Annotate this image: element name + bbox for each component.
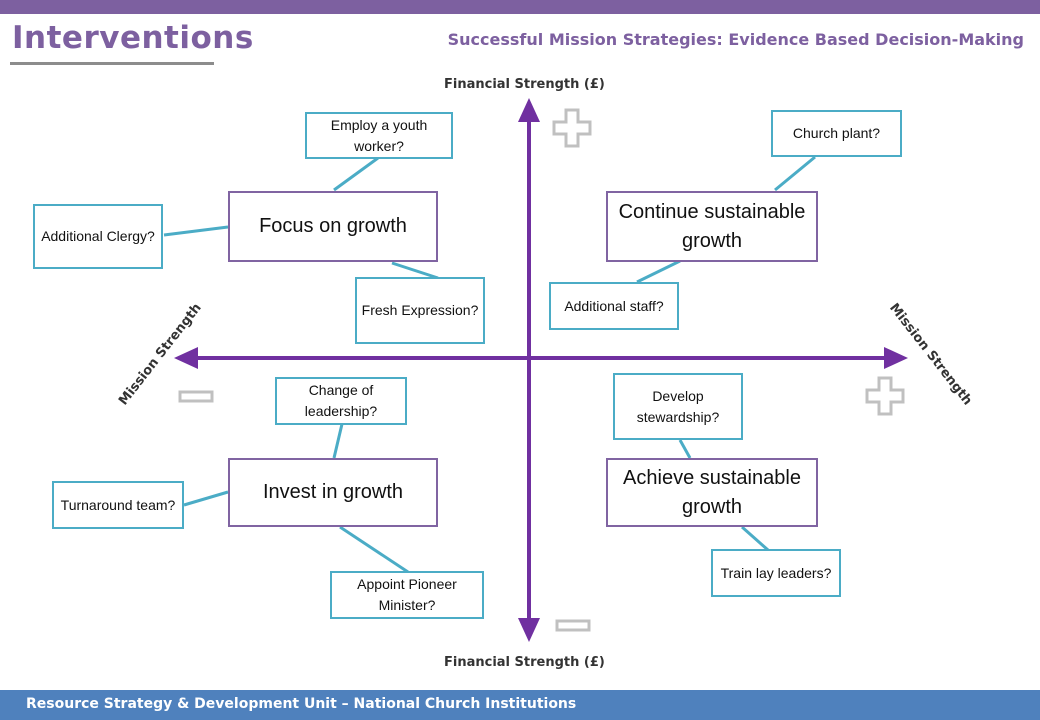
connector-pioneer-minister xyxy=(339,525,409,574)
page-title: Interventions xyxy=(12,20,254,56)
connector-change-leadership xyxy=(332,423,344,459)
intervention-train-lay-leaders: Train lay leaders? xyxy=(711,549,841,597)
minus-icon xyxy=(555,619,591,632)
strategy-focus-on-growth: Focus on growth xyxy=(228,191,438,262)
axis-label-top: Financial Strength (£) xyxy=(444,77,605,92)
intervention-additional-clergy: Additional Clergy? xyxy=(33,204,163,269)
intervention-additional-staff: Additional staff? xyxy=(549,282,679,330)
top-accent-bar xyxy=(0,0,1040,14)
connector-additional-clergy xyxy=(163,225,229,237)
quadrant-diagram xyxy=(163,98,908,642)
connector-stewardship xyxy=(678,439,692,459)
arrow-right-icon xyxy=(884,347,908,369)
intervention-appoint-pioneer-minister: Appoint Pioneer Minister? xyxy=(330,571,484,619)
connector-lines xyxy=(163,155,816,574)
footer-bar: Resource Strategy & Development Unit – N… xyxy=(0,690,1040,720)
arrow-left-icon xyxy=(174,347,198,369)
connector-turnaround-team xyxy=(183,490,229,507)
strategy-continue-sustainable-growth: Continue sustainable growth xyxy=(606,191,818,262)
strategy-achieve-sustainable-growth: Achieve sustainable growth xyxy=(606,458,818,527)
plus-icon xyxy=(552,108,592,148)
connector-youth-worker xyxy=(333,156,379,192)
intervention-develop-stewardship: Develop stewardship? xyxy=(613,373,743,440)
intervention-church-plant: Church plant? xyxy=(771,110,902,157)
intervention-change-of-leadership: Change of leadership? xyxy=(275,377,407,425)
footer-text: Resource Strategy & Development Unit – N… xyxy=(26,696,577,712)
page-subtitle: Successful Mission Strategies: Evidence … xyxy=(447,30,1024,49)
connector-lay-leaders xyxy=(741,525,769,552)
arrow-down-icon xyxy=(518,618,540,642)
intervention-fresh-expression: Fresh Expression? xyxy=(355,277,485,344)
strategy-invest-in-growth: Invest in growth xyxy=(228,458,438,527)
title-underline xyxy=(10,62,214,65)
intervention-turnaround-team: Turnaround team? xyxy=(52,481,184,529)
axes xyxy=(186,112,896,630)
plus-icon xyxy=(865,376,905,416)
connector-fresh-expression xyxy=(391,261,439,280)
intervention-employ-youth-worker: Employ a youth worker? xyxy=(305,112,453,159)
connector-additional-staff xyxy=(636,259,681,284)
connector-church-plant xyxy=(774,155,816,192)
arrow-up-icon xyxy=(518,98,540,122)
axis-label-bottom: Financial Strength (£) xyxy=(444,655,605,670)
minus-icon xyxy=(178,390,214,403)
